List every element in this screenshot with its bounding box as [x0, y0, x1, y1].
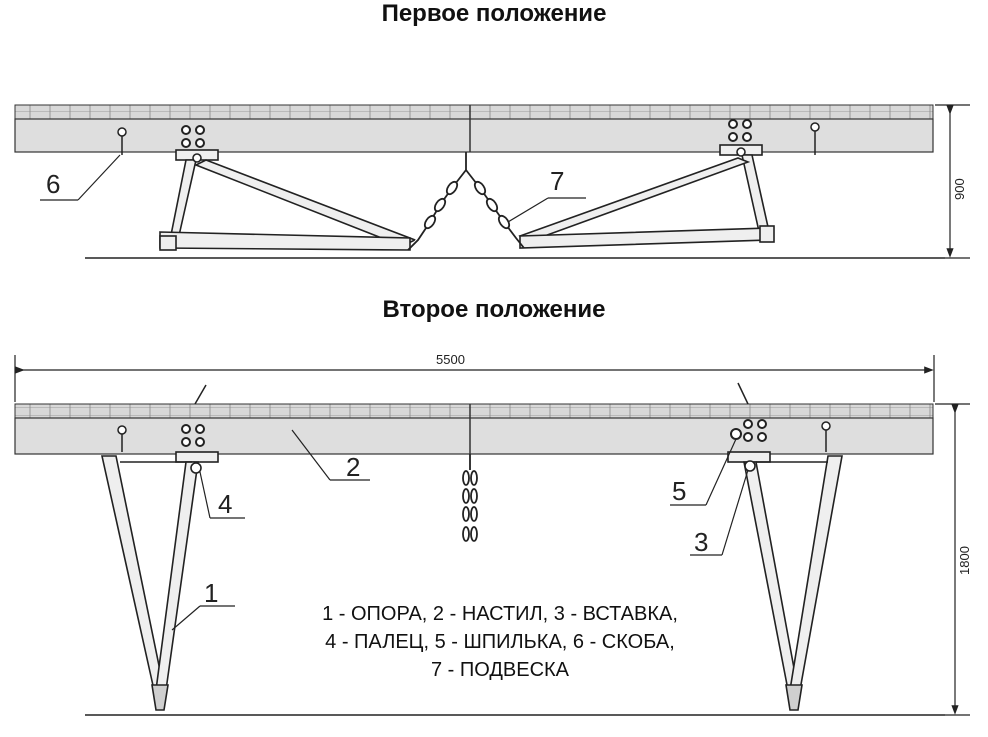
deck-second	[14, 382, 934, 455]
second-position-drawing	[14, 355, 970, 716]
bolt-group-left-first	[181, 125, 205, 148]
dimension-900	[935, 104, 970, 259]
bracket-left-second	[117, 425, 127, 452]
first-position-drawing	[14, 104, 970, 259]
hanger-second	[462, 454, 478, 542]
deck-first	[14, 104, 934, 153]
title-second-position: Второе положение	[382, 296, 606, 323]
dimension-5500-label: 5500	[436, 352, 465, 367]
dimension-5500	[14, 355, 935, 402]
support-right-unfolded	[727, 451, 843, 711]
callout-5-leader	[705, 438, 737, 506]
callout-5: 5	[672, 476, 686, 506]
legend-line-1: 1 - ОПОРА, 2 - НАСТИЛ, 3 - ВСТАВКА,	[322, 603, 678, 625]
legend-line-3: 7 - ПОДВЕСКА	[430, 659, 570, 681]
dimension-1800	[935, 403, 970, 716]
bracket-right-first	[810, 122, 820, 155]
legend: 1 - ОПОРА, 2 - НАСТИЛ, 3 - ВСТАВКА, 4 - …	[240, 600, 760, 684]
callout-1-leader	[171, 605, 201, 631]
callout-1: 1	[204, 578, 218, 608]
pin-icon	[730, 428, 742, 440]
support-right-folded	[518, 144, 775, 249]
support-left-unfolded	[101, 451, 219, 711]
hanger-first	[407, 152, 525, 251]
dimension-1800-label: 1800	[957, 546, 972, 575]
callout-3: 3	[694, 527, 708, 557]
title-first-position: Первое положение	[381, 0, 607, 27]
bracket-right-second	[821, 421, 831, 452]
bracket-left-first	[117, 127, 127, 155]
legend-line-2: 4 - ПАЛЕЦ, 5 - ШПИЛЬКА, 6 - СКОБА,	[325, 631, 675, 653]
callout-4: 4	[218, 489, 232, 519]
callout-2-leader	[291, 429, 331, 481]
support-left-folded	[159, 149, 418, 251]
callout-6: 6	[46, 169, 60, 199]
dimension-900-label: 900	[952, 178, 967, 200]
callout-4-leader	[199, 471, 211, 519]
callout-3-leader	[721, 469, 749, 556]
callout-7: 7	[550, 166, 564, 196]
callout-2: 2	[346, 452, 360, 482]
bolt-group-right-second	[743, 419, 767, 442]
bolt-group-left-second	[181, 424, 205, 447]
bolt-group-right-first	[728, 119, 752, 142]
